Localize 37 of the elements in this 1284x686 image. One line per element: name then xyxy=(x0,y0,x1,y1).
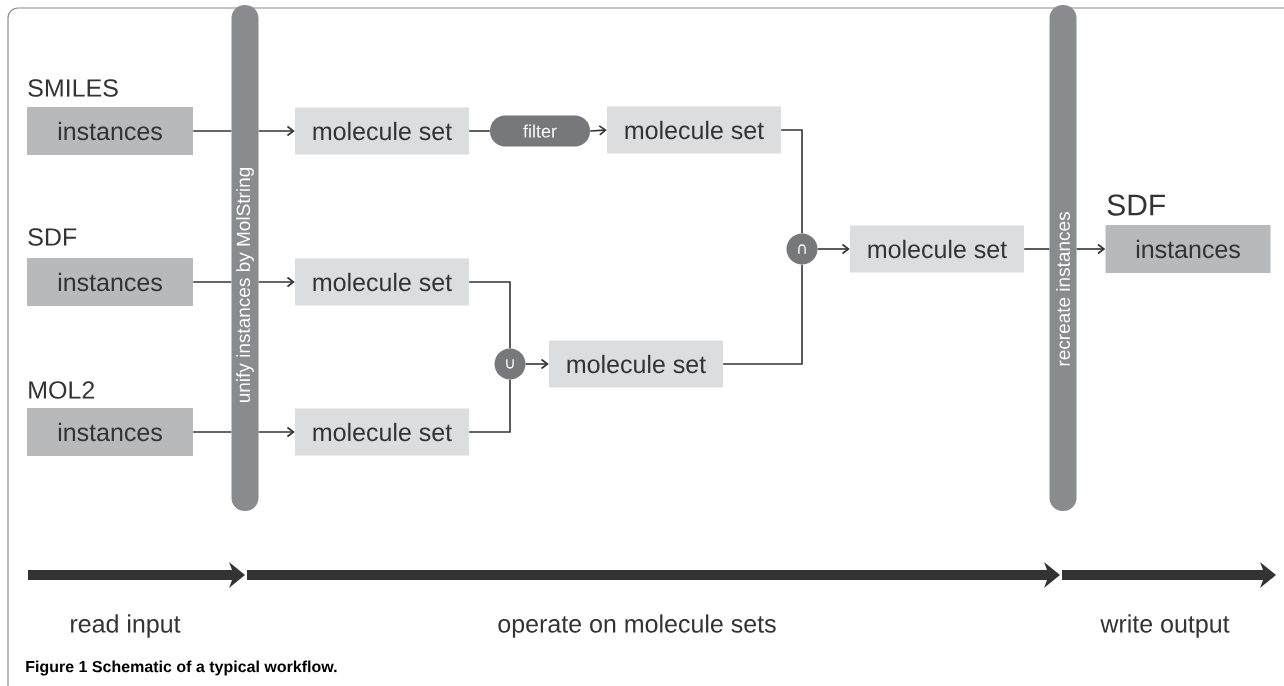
set-box: molecule set xyxy=(295,408,469,456)
process-bar: recreate instances xyxy=(1049,5,1077,511)
process-bar: unify instances by MolString xyxy=(231,5,259,511)
stage-label: operate on molecule sets xyxy=(498,614,776,638)
set-box: molecule set xyxy=(295,258,469,306)
connector xyxy=(1023,248,1051,250)
connector xyxy=(257,426,295,438)
set-box: molecule set xyxy=(850,225,1024,273)
connector xyxy=(257,276,295,288)
node-label: SDF xyxy=(1107,194,1166,216)
set-box: molecule set xyxy=(607,106,781,154)
connector xyxy=(1075,243,1106,255)
file-box: SDF instances xyxy=(1105,194,1271,273)
connector xyxy=(257,125,295,137)
connector xyxy=(468,130,491,132)
connector xyxy=(816,243,850,255)
file-box: SDF instances xyxy=(27,228,193,306)
connector xyxy=(192,281,233,283)
filter-pill: filter xyxy=(490,115,590,147)
connector xyxy=(468,281,511,350)
set-box: molecule set xyxy=(549,340,723,388)
node-label: SDF xyxy=(28,228,77,246)
caption: Figure 1 Schematic of a typical workflow. xyxy=(26,660,337,676)
node-label: MOL2 xyxy=(29,381,95,399)
file-box: MOL2 instances xyxy=(27,381,193,456)
connector xyxy=(589,125,607,136)
file-box: SMILES instances xyxy=(27,79,193,155)
set-box: molecule set xyxy=(295,107,469,155)
stage-label: write output xyxy=(1100,614,1230,638)
node-label: SMILES xyxy=(28,79,118,97)
connector xyxy=(780,129,803,235)
stage-label: read input xyxy=(71,614,181,638)
connector xyxy=(192,130,233,132)
connector xyxy=(722,263,803,365)
connector xyxy=(468,378,511,433)
connector xyxy=(524,358,549,370)
connector xyxy=(192,431,233,433)
